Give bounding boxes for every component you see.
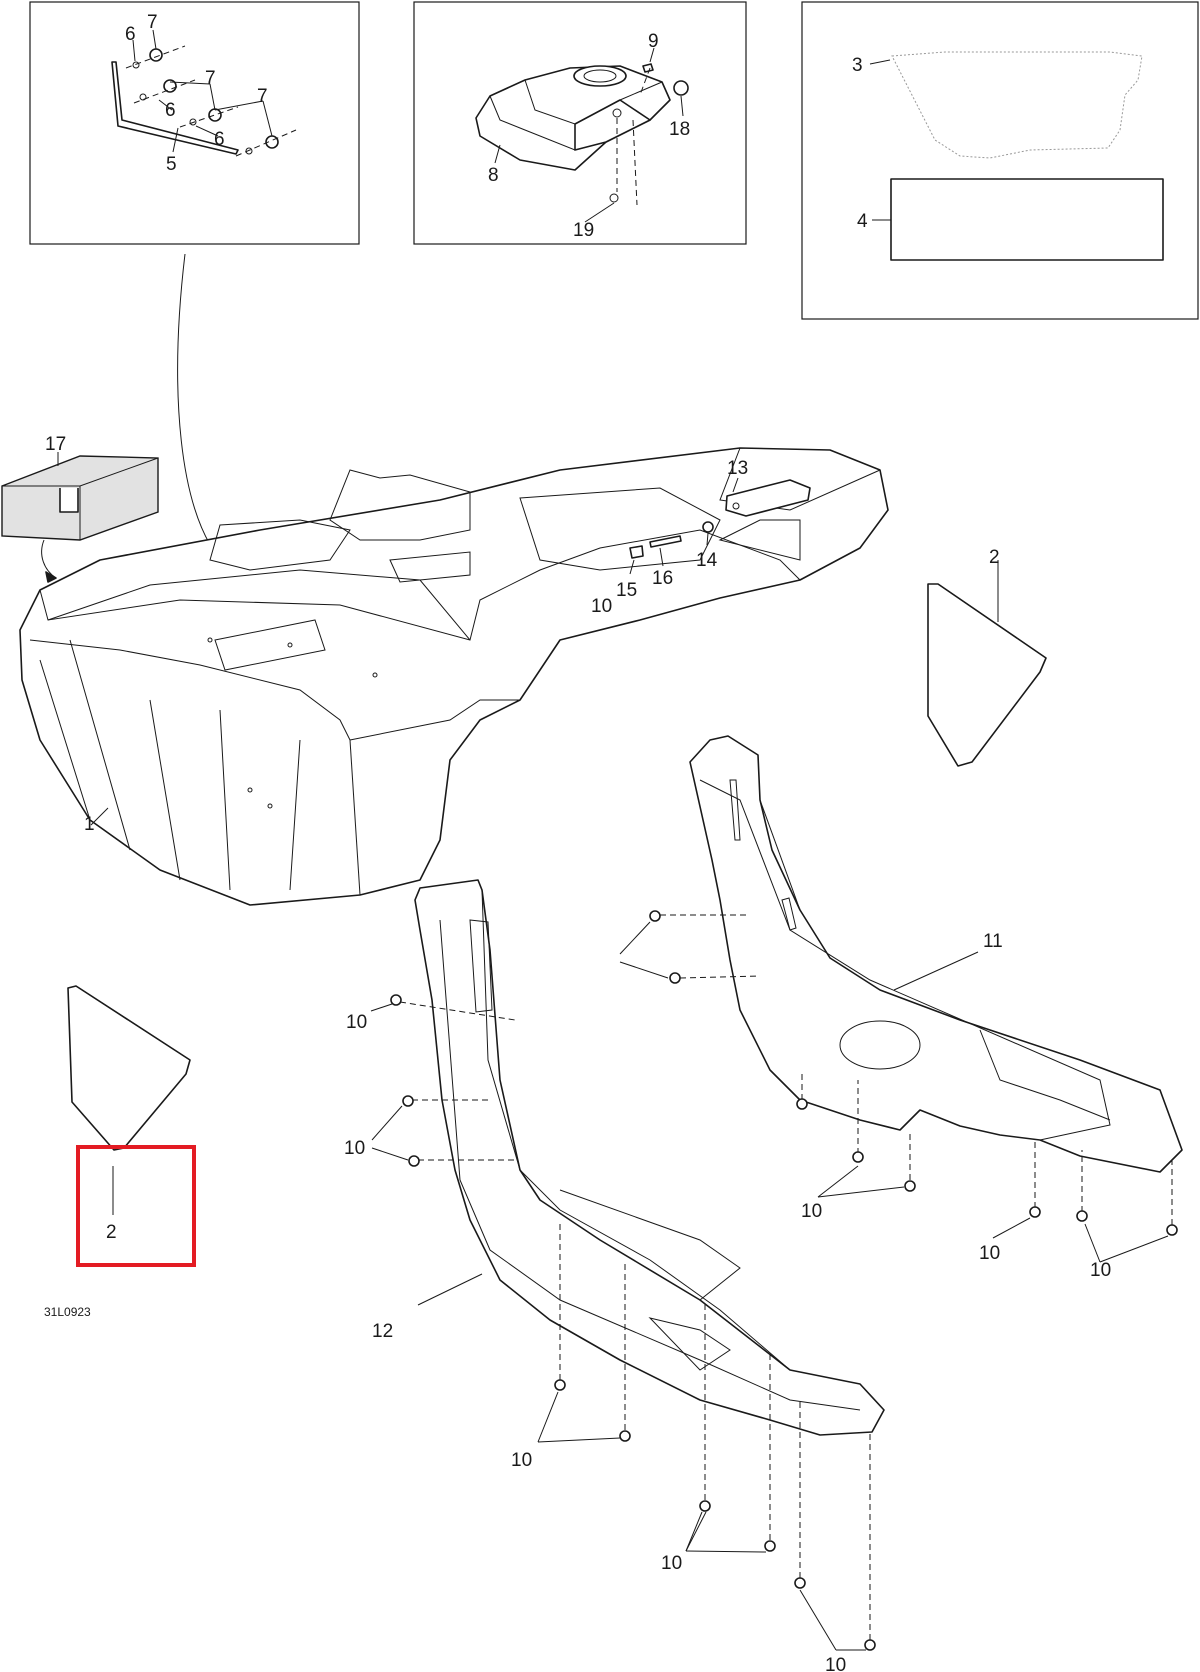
callout-16: 16	[652, 568, 673, 589]
drawing-code: 31L0923	[44, 1305, 91, 1319]
callout-7c: 7	[257, 86, 268, 107]
callout-10h: 10	[661, 1553, 682, 1574]
screws-10-plate-11	[649, 910, 1178, 1236]
callout-8: 8	[488, 165, 499, 186]
callout-6a: 6	[125, 24, 136, 45]
callout-10i: 10	[825, 1655, 846, 1672]
foam-block-17	[1, 452, 159, 583]
detail-box-decals	[801, 1, 1199, 320]
callout-4: 4	[857, 211, 868, 232]
reinforcement-plate-11	[619, 735, 1183, 1263]
screws-10-plate-12	[390, 994, 876, 1651]
callout-5: 5	[166, 154, 177, 175]
side-panel-2-left	[67, 985, 191, 1215]
callout-10c: 10	[344, 1138, 365, 1159]
callout-7b: 7	[205, 68, 216, 89]
callout-10g: 10	[511, 1450, 532, 1471]
callout-10d: 10	[801, 1201, 822, 1222]
callout-15: 15	[616, 580, 637, 601]
callout-13: 13	[727, 458, 748, 479]
highlight-box	[76, 1145, 196, 1267]
washer-6	[132, 61, 253, 155]
detail-box-console	[413, 1, 747, 245]
callout-14: 14	[696, 550, 718, 571]
callout-labels: 1 2 2 3 4 5 6 6 6 7 7 7 8 9 10 10 10 10 …	[44, 12, 1111, 1672]
callout-10a: 10	[591, 596, 612, 617]
hull-body-1	[19, 447, 889, 906]
detail-box-seal-strip	[29, 1, 360, 245]
callout-10e: 10	[979, 1243, 1000, 1264]
callout-12: 12	[372, 1321, 393, 1342]
callout-10b: 10	[346, 1012, 367, 1033]
callout-2-right: 2	[989, 547, 1000, 568]
callout-10f: 10	[1090, 1260, 1111, 1281]
callout-6c: 6	[214, 129, 225, 150]
reinforcement-plate-12	[370, 879, 885, 1651]
callout-11: 11	[983, 931, 1003, 952]
callout-9: 9	[648, 31, 659, 52]
callout-1: 1	[84, 814, 95, 835]
side-panel-2-right	[927, 560, 1047, 767]
callout-6b: 6	[165, 100, 176, 121]
callout-3: 3	[852, 55, 863, 76]
callout-19: 19	[573, 220, 594, 241]
callout-17: 17	[45, 434, 66, 455]
callout-2-left: 2	[106, 1222, 117, 1243]
callout-7a: 7	[147, 12, 158, 33]
callout-18: 18	[669, 119, 690, 140]
